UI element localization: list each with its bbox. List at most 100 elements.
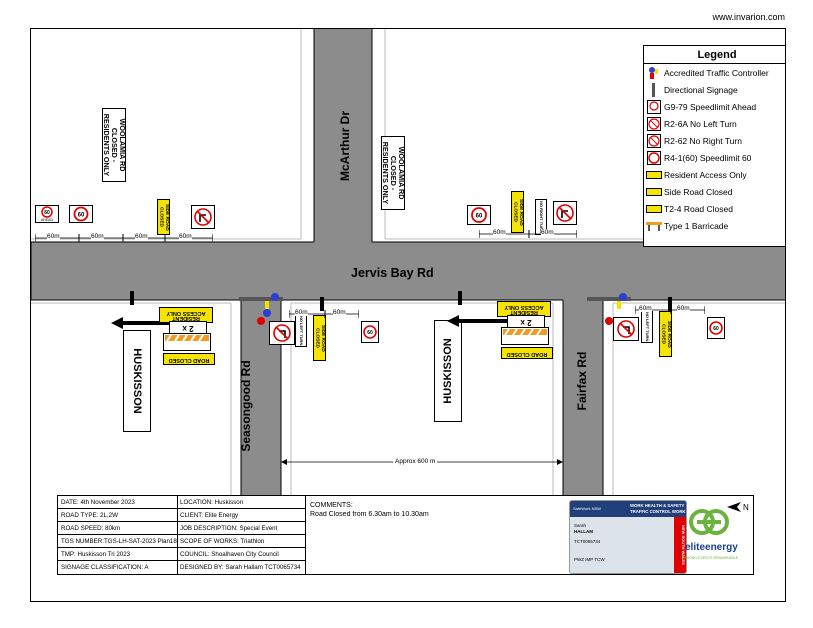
info-job: JOB DESCRIPTION: Special Event <box>180 525 278 532</box>
dim-label-8: 60m <box>333 309 346 316</box>
no-right-turn-sign-2 <box>553 201 577 225</box>
svg-text:60: 60 <box>44 210 50 216</box>
resident-access-icon <box>644 170 664 179</box>
info-comments: Road Closed from 6.30am to 10.30am <box>310 511 429 518</box>
card-title2: TRAFFIC CONTROL WORK <box>630 509 686 514</box>
info-designed: DESIGNED BY: Sarah Hallam TCT0065734 <box>180 564 301 571</box>
brand-name: eliteenergy <box>685 542 738 553</box>
legend-item-label: T2-4 Road Closed <box>664 203 733 214</box>
speed-60-sign-lower-left: 60 <box>361 321 379 343</box>
road-closed-icon <box>644 204 664 213</box>
diagram-frame: Jervis Bay Rd McArthur Dr Seasongood Rd … <box>30 28 786 602</box>
info-road-speed: ROAD SPEED: 80km <box>61 525 121 532</box>
speed-60-sign-left: 60 <box>69 205 93 223</box>
barricade-left <box>163 333 211 351</box>
legend-item: Resident Access Only <box>644 166 785 183</box>
legend-item: Directional Signage <box>644 81 785 98</box>
legend-item: T2-4 Road Closed <box>644 200 785 217</box>
legend-item: G9-79 Speedlimit Ahead <box>644 98 785 115</box>
fairfax-road-surface <box>563 299 603 499</box>
directional-signage-icon <box>644 82 664 97</box>
svg-text:60: 60 <box>367 330 373 336</box>
speed-60-sign-top-right: 60 <box>467 205 491 225</box>
barricade-right <box>501 327 549 345</box>
legend-item-label: G9-79 Speedlimit Ahead <box>664 101 757 112</box>
no-left-turn-text-sign-left: NO LEFT TURN <box>295 315 307 347</box>
svg-text:60: 60 <box>476 214 483 220</box>
side-road-closed-sign-1: SIDE ROAD CLOSED <box>157 199 170 235</box>
info-location: LOCATION: Huskisson <box>180 499 244 506</box>
sign-huskisson-right: HUSKISSON <box>434 320 462 422</box>
dim-label-5: 60m <box>493 229 506 236</box>
info-tmp: TMP: Huskisson Tri 2023 <box>61 551 131 558</box>
no-right-turn-sign-1 <box>191 205 215 229</box>
side-road-closed-sign-2: SIDE ROAD CLOSED <box>511 191 524 233</box>
elite-energy-logo-icon <box>689 509 729 535</box>
traffic-controller-left <box>239 293 283 325</box>
card-name1: Sarah <box>574 523 587 528</box>
directional-signage-1 <box>130 291 134 305</box>
info-tgs-number: TGS NUMBER:TGS-LH-SAT-2023 Plan18 <box>61 538 177 545</box>
dim-label-4: 60m <box>179 233 192 240</box>
legend-item: R4-1(60) Speedlimit 60 <box>644 149 785 166</box>
card-types: PWZ IMP TCW <box>574 557 605 562</box>
legend-item: R2-62 No Right Turn <box>644 132 785 149</box>
legend-item-label: R2-62 No Right Turn <box>664 135 742 146</box>
svg-text:60: 60 <box>713 326 719 332</box>
no-left-turn-icon <box>644 116 664 131</box>
svg-text:N: N <box>743 503 749 512</box>
legend-item: Type 1 Barricade <box>644 217 785 234</box>
legend-item: R2-6A No Left Turn <box>644 115 785 132</box>
card-agency: SafeWork NSW <box>573 506 601 511</box>
mcarthur-road-surface <box>314 29 372 243</box>
dim-label-1: 60m <box>47 233 60 240</box>
traffic-controller-right <box>587 293 631 325</box>
traffic-controller-icon <box>644 66 664 80</box>
website-url[interactable]: www.invarion.com <box>712 12 785 22</box>
speed-60-sign-lower-right: 60 <box>707 317 725 339</box>
brand-tagline: MAKING EVENTS REMARKABLE <box>683 556 739 560</box>
jervis-bay-road-surface <box>31 241 785 301</box>
no-right-turn-text-sign: NO RIGHT TURN <box>535 199 547 235</box>
side-road-closed-icon <box>644 187 664 196</box>
road-label-fairfax: Fairfax Rd <box>575 351 589 411</box>
barricade-icon <box>644 221 664 231</box>
legend-item-label: Side Road Closed <box>664 186 733 197</box>
dim-label-7: 60m <box>295 309 308 316</box>
road-closed-sign-left: ROAD CLOSED <box>163 353 215 365</box>
info-comments-title: COMMENTS: <box>310 502 353 509</box>
no-left-turn-text-sign-right: NO LEFT TURN <box>641 311 653 343</box>
dim-label-approx: Approx 600 m <box>393 458 438 465</box>
road-closed-sign-right: ROAD CLOSED <box>501 347 553 359</box>
svg-text:AHEAD: AHEAD <box>41 218 54 222</box>
speedlimit-60-icon <box>644 150 664 165</box>
card-title1: WORK HEALTH & SAFETY <box>630 503 685 508</box>
road-label-mcarthur: McArthur Dr <box>338 111 352 182</box>
directional-signage-3 <box>320 297 324 311</box>
info-client: CLIENT: Elite Energy <box>180 512 239 519</box>
info-signage: SIGNAGE CLASSIFICATION: A <box>61 564 149 571</box>
road-label-jervis-bay: Jervis Bay Rd <box>351 266 434 280</box>
sign-woolamia-closed-left: WOOLAMIA RD CLOSED - RESIDENTS ONLY <box>102 108 127 182</box>
sign-huskisson-left: HUSKISSON <box>123 330 151 432</box>
directional-signage-4 <box>668 297 672 311</box>
info-road-type: ROAD TYPE: 2L,2W <box>61 512 118 519</box>
directional-signage-2 <box>458 291 462 305</box>
road-label-seasongood: Seasongood Rd <box>239 360 253 452</box>
legend-item: Accredited Traffic Controller <box>644 64 785 81</box>
no-right-turn-icon <box>644 133 664 148</box>
card-name2: HALLAM <box>574 529 593 534</box>
no-left-turn-sign-left <box>269 321 295 345</box>
svg-text:60: 60 <box>78 213 85 219</box>
side-road-closed-sign-4: SIDE ROAD CLOSED <box>659 311 672 357</box>
dim-label-2: 60m <box>91 233 104 240</box>
dim-label-9: 60m <box>639 305 652 312</box>
legend-item-label: R2-6A No Left Turn <box>664 118 737 129</box>
sign-woolamia-closed-right: WOOLAMIA RD CLOSED - RESIDENTS ONLY <box>381 136 406 210</box>
legend-item-label: Directional Signage <box>664 84 738 95</box>
legend-title: Legend <box>644 46 785 64</box>
info-table: DATE: 4th November 2023 ROAD TYPE: 2L,2W… <box>57 495 565 575</box>
